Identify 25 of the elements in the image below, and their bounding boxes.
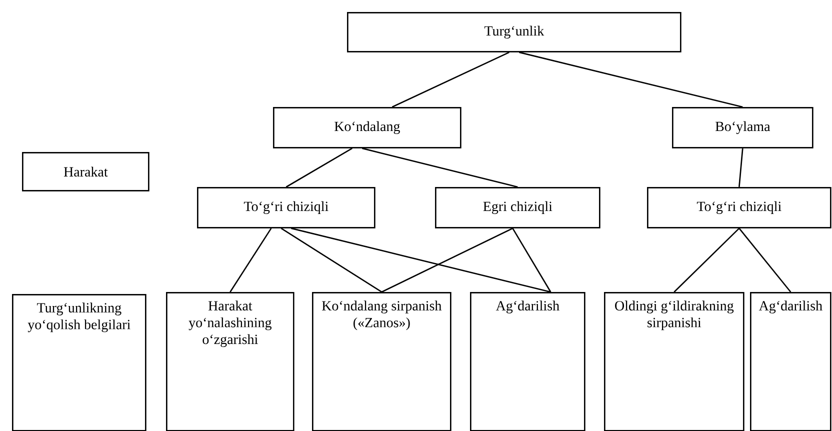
category-box: Bo‘ylama <box>672 107 814 148</box>
category-box: Ko‘ndalang <box>273 107 462 148</box>
sign-box: Ko‘ndalang sirpanish («Zanos») <box>312 292 452 431</box>
connector-line <box>674 228 740 292</box>
sign-box: Oldingi g‘ildirakning sirpanishi <box>604 292 744 431</box>
sign-box: Ag‘darilish <box>470 292 586 431</box>
row-label-box: Turg‘unlikning yo‘qolish belgilari <box>12 294 146 431</box>
title-box: Turg‘unlik <box>347 12 682 52</box>
connector-line <box>392 52 510 108</box>
connector-line <box>738 148 744 188</box>
connector-line <box>291 228 551 293</box>
connector-line <box>362 148 518 188</box>
category-box: Egri chiziqli <box>435 187 600 228</box>
connector-line <box>280 228 382 293</box>
category-box: To‘g‘ri chiziqli <box>647 187 832 228</box>
connector-line <box>519 52 743 108</box>
sign-box: Harakat yo‘nalashining o‘zgarishi <box>166 292 294 431</box>
connector-line <box>738 228 792 292</box>
connector-line <box>512 228 552 292</box>
connector-line <box>381 228 513 293</box>
sign-box: Ag‘darilish <box>750 292 832 431</box>
connector-line <box>286 148 352 188</box>
category-box: To‘g‘ri chiziqli <box>197 187 376 228</box>
connector-line <box>230 228 272 292</box>
row-label-box: Harakat <box>22 152 150 192</box>
